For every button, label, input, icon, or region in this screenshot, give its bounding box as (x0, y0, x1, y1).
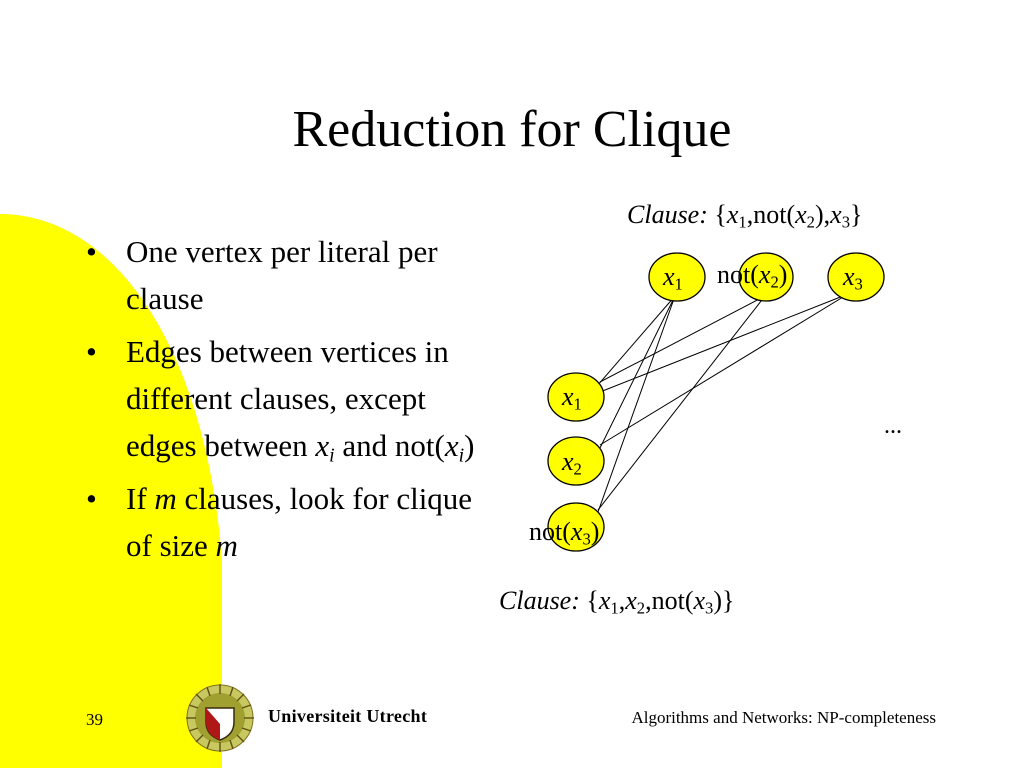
ellipsis-text: ... (884, 413, 902, 439)
math-subscript: 1 (573, 394, 582, 414)
vertex-left-x1 (547, 372, 605, 422)
bullet-list: • One vertex per literal per clause • Ed… (86, 228, 486, 575)
math-subscript: 1 (738, 212, 747, 232)
bullet-item: • One vertex per literal per clause (86, 228, 486, 322)
clause-label-top: Clause: {x1,not(x2),x3} (627, 200, 863, 231)
clause-text: } (850, 200, 863, 229)
graph-edge (599, 293, 849, 446)
math-subscript: 3 (705, 598, 714, 618)
math-subscript: 3 (582, 529, 591, 549)
sun-seal-icon (186, 684, 254, 752)
bullet-text: If (126, 481, 155, 516)
math-variable: m (215, 528, 238, 563)
math-variable: m (154, 481, 177, 516)
math-variable: x (830, 200, 842, 229)
math-variable: x (795, 200, 807, 229)
math-subscript: 3 (854, 274, 863, 294)
math-variable: x (315, 428, 330, 463)
bullet-text: One vertex per literal per clause (126, 234, 438, 316)
graph-edge (599, 293, 849, 393)
math-variable: x (693, 586, 706, 615)
clause-label-bottom: Clause: {x1,x2,not(x3)} (499, 586, 735, 617)
clause-text: { (707, 200, 727, 229)
bullet-item: • Edges between vertices in different cl… (86, 328, 486, 469)
math-variable: x (570, 517, 583, 546)
vertex-label-left-x1: x1 (562, 382, 582, 413)
clause-text: ,not( (645, 586, 694, 615)
vertex-label-text: ) (778, 260, 788, 289)
bullet-dot: • (86, 481, 97, 516)
math-subscript: 2 (573, 459, 582, 479)
bullet-text: and not( (334, 428, 445, 463)
bullet-item: • If m clauses, look for clique of size … (86, 475, 486, 569)
math-variable: x (444, 428, 459, 463)
math-subscript: 1 (610, 598, 619, 618)
vertex-label-text: not( (717, 260, 759, 289)
graph-edge (597, 295, 676, 453)
math-variable: x (726, 200, 739, 229)
clause-text: ), (814, 200, 831, 229)
math-variable: x (663, 262, 675, 291)
math-subscript: 3 (841, 212, 851, 232)
math-variable: x (625, 586, 637, 615)
bullet-text: Edges between vertices in different clau… (126, 334, 449, 463)
edge-group (596, 293, 849, 513)
vertex-label-top-not-x2: not(x2) (717, 260, 788, 291)
graph-edge (599, 295, 766, 383)
vertex-left-x2 (547, 436, 605, 486)
math-subscript: 2 (636, 598, 646, 618)
page-number: 39 (86, 710, 103, 729)
graph-edge (597, 295, 766, 511)
vertex-label-left-not-x3: not(x3) (529, 517, 600, 548)
vertex-label-top-x3: x3 (843, 262, 863, 293)
math-variable: x (562, 382, 574, 411)
bullet-text: clauses, look for clique of size (126, 481, 473, 563)
vertex-top-x3 (827, 252, 885, 302)
clause-text: ,not( (746, 200, 796, 229)
bullet-dot: • (86, 234, 97, 269)
clause-word: Clause: (499, 586, 580, 615)
vertex-left-not-x3 (547, 502, 605, 552)
vertex-label-top-x1: x1 (663, 262, 683, 293)
university-name: Universiteit Utrecht (268, 706, 428, 726)
bullet-dot: • (86, 334, 97, 369)
math-variable: x (562, 447, 574, 476)
clause-text: )} (713, 586, 735, 615)
math-subscript: i (458, 444, 465, 467)
slide-title: Reduction for Clique (292, 101, 732, 158)
course-title: Algorithms and Networks: NP-completeness (631, 708, 936, 727)
bullet-text: ) (464, 428, 475, 463)
vertex-label-left-x2: x2 (562, 447, 582, 478)
vertex-label-text: ) (590, 517, 600, 546)
university-logo (186, 684, 254, 752)
graph-edge (597, 295, 676, 513)
math-variable: x (758, 260, 771, 289)
math-subscript: i (329, 444, 335, 467)
vertex-group (547, 252, 885, 552)
graph-edge (596, 295, 676, 387)
vertex-label-text: not( (529, 517, 571, 546)
math-variable: x (843, 262, 855, 291)
vertex-top-not-x2 (738, 252, 794, 302)
math-subscript: 2 (770, 272, 779, 292)
vertex-top-x1 (648, 252, 706, 302)
clause-text: { (579, 586, 599, 615)
clause-word: Clause: (627, 200, 708, 229)
clause-text: , (618, 586, 626, 615)
math-subscript: 2 (806, 212, 815, 232)
math-variable: x (598, 586, 611, 615)
math-subscript: 1 (674, 274, 683, 294)
